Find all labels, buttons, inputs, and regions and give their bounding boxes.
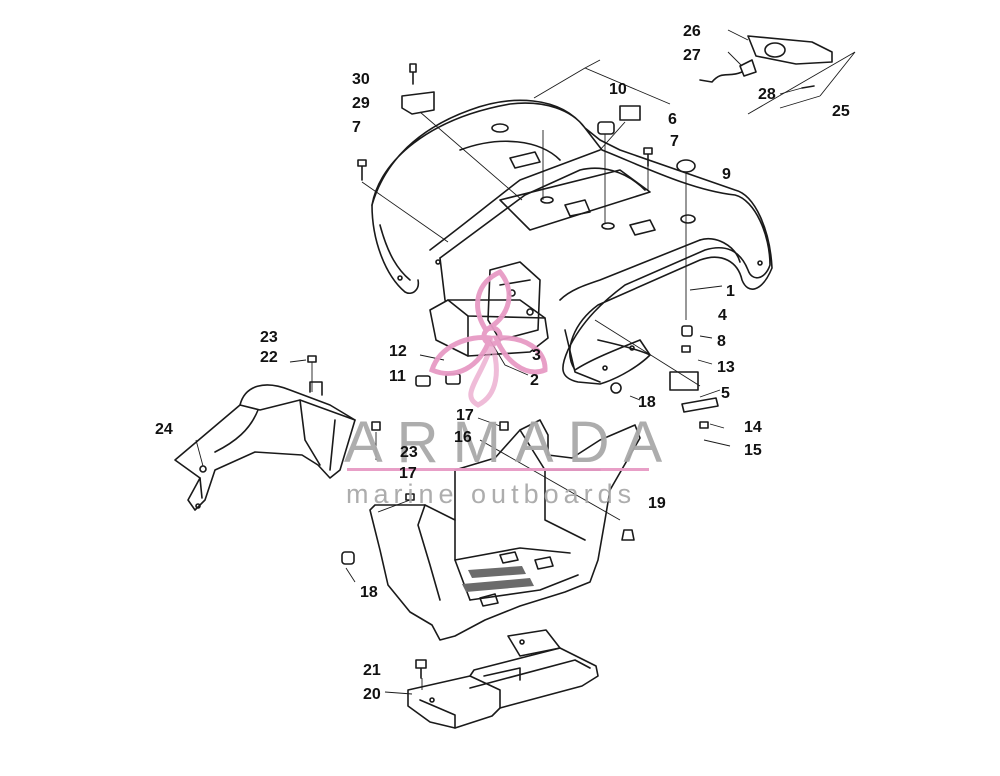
callout-17-top: 17 bbox=[456, 407, 474, 424]
callout-6: 6 bbox=[668, 111, 677, 128]
callout-11: 11 bbox=[389, 368, 406, 385]
callout-22: 22 bbox=[260, 349, 278, 366]
callout-23-middle: 23 bbox=[400, 444, 418, 461]
callout-17-bottom: 17 bbox=[399, 465, 417, 482]
callout-1: 1 bbox=[726, 283, 735, 300]
callout-18-right: 18 bbox=[638, 394, 656, 411]
footwell-panel bbox=[369, 419, 641, 641]
callout-14: 14 bbox=[744, 419, 762, 436]
hardware bbox=[307, 63, 719, 679]
callout-19: 19 bbox=[648, 495, 666, 512]
callout-labels: 1 2 3 4 5 6 7 7 8 9 10 11 12 13 14 15 16… bbox=[155, 23, 850, 703]
watermark: ARMADA marine outboards bbox=[344, 268, 676, 509]
callout-24: 24 bbox=[155, 421, 173, 438]
callout-21: 21 bbox=[363, 662, 381, 679]
callout-8: 8 bbox=[717, 333, 726, 350]
callout-15: 15 bbox=[744, 442, 762, 459]
callout-16: 16 bbox=[454, 429, 472, 446]
left-side-panel bbox=[174, 381, 356, 511]
watermark-propeller-logo bbox=[428, 268, 548, 408]
callout-5: 5 bbox=[721, 385, 730, 402]
callout-27: 27 bbox=[683, 47, 701, 64]
callout-9: 9 bbox=[722, 166, 731, 183]
callout-25: 25 bbox=[832, 103, 850, 120]
watermark-subtitle: marine outboards bbox=[346, 479, 636, 509]
watermark-divider bbox=[347, 468, 649, 471]
tail-light-assembly bbox=[699, 35, 833, 89]
callout-12: 12 bbox=[389, 343, 407, 360]
callout-18-left: 18 bbox=[360, 584, 378, 601]
callout-10: 10 bbox=[609, 81, 627, 98]
callout-20: 20 bbox=[363, 686, 381, 703]
callout-28: 28 bbox=[758, 86, 776, 103]
callout-3: 3 bbox=[532, 347, 541, 364]
callout-29: 29 bbox=[352, 95, 370, 112]
leader-lines bbox=[195, 29, 856, 695]
callout-23-top: 23 bbox=[260, 329, 278, 346]
callout-4: 4 bbox=[718, 307, 727, 324]
callout-30: 30 bbox=[352, 71, 370, 88]
callout-7-right: 7 bbox=[670, 133, 679, 150]
footrest-grip bbox=[462, 566, 534, 592]
callout-13: 13 bbox=[717, 359, 735, 376]
callout-7-left: 7 bbox=[352, 119, 361, 136]
callout-2: 2 bbox=[530, 372, 539, 389]
rear-fender bbox=[371, 99, 773, 385]
watermark-title: ARMADA bbox=[344, 410, 676, 475]
rack-bracket bbox=[407, 629, 599, 729]
callout-26: 26 bbox=[683, 23, 701, 40]
